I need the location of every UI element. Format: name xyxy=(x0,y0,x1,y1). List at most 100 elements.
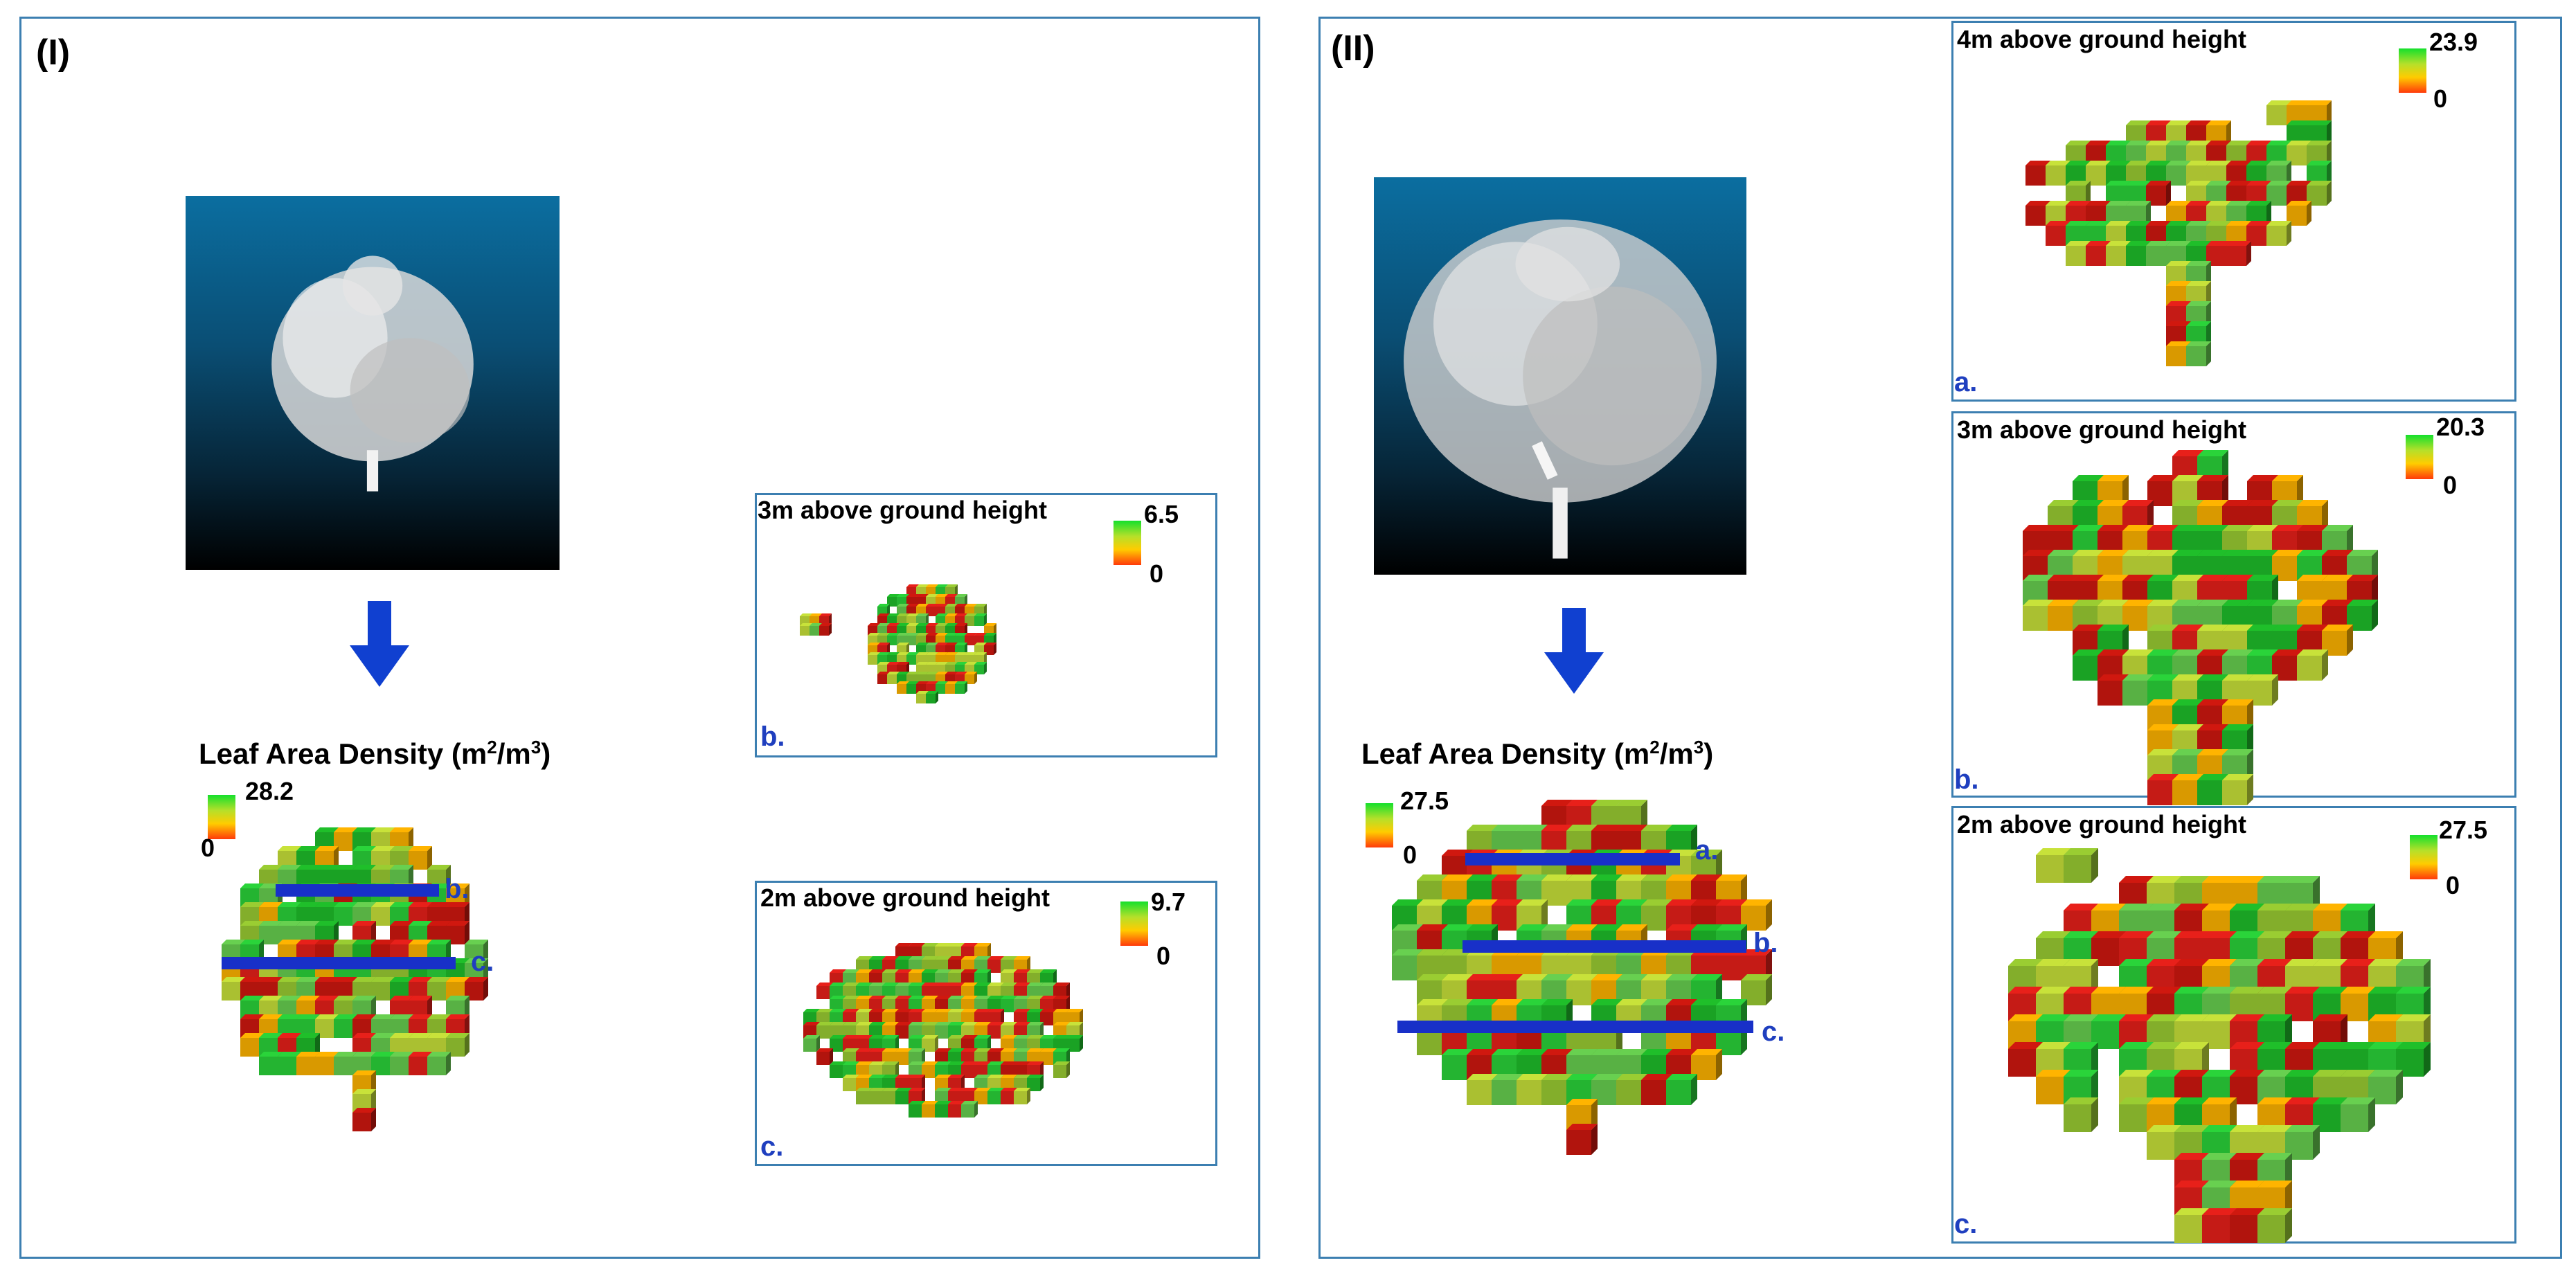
voxel-side xyxy=(2424,1014,2431,1049)
voxel xyxy=(2266,105,2287,125)
voxel-top xyxy=(974,983,991,986)
voxel-top xyxy=(2172,450,2203,456)
voxel-top xyxy=(961,983,978,986)
voxel-top xyxy=(830,1009,846,1012)
voxel-top xyxy=(800,623,812,626)
voxel-top xyxy=(856,1022,873,1025)
voxel xyxy=(2266,226,2287,246)
voxel-side xyxy=(2247,749,2253,780)
voxel-side xyxy=(906,662,909,674)
voxel-top xyxy=(296,977,320,982)
voxel-top xyxy=(830,1022,846,1025)
voxel-top xyxy=(895,996,912,999)
voxel-side xyxy=(1080,1009,1083,1025)
voxel-top xyxy=(1517,924,1548,931)
voxel-top xyxy=(222,940,245,944)
voxel-top xyxy=(278,902,301,907)
voxel-side xyxy=(1716,974,1722,1005)
voxel-top xyxy=(2287,120,2311,125)
voxel-side xyxy=(1741,874,1747,906)
voxel-side xyxy=(2091,848,2098,883)
voxel xyxy=(2036,855,2064,883)
voxel-side xyxy=(2285,1181,2292,1215)
voxel-top xyxy=(935,1088,951,1091)
voxel-top xyxy=(2202,1014,2237,1021)
voxel-top xyxy=(926,681,938,684)
voxel xyxy=(2285,994,2313,1021)
voxel-top xyxy=(2166,201,2191,206)
voxel-top xyxy=(897,681,909,684)
voxel-side xyxy=(984,604,987,616)
voxel-top xyxy=(974,604,987,607)
voxel-top xyxy=(2166,261,2191,266)
voxel-top xyxy=(2307,141,2332,145)
voxel-top xyxy=(922,969,938,973)
voxel-side xyxy=(2246,241,2251,266)
voxel-side xyxy=(2086,181,2091,206)
voxel-top xyxy=(987,1022,1004,1025)
voxel-top xyxy=(1541,800,1573,806)
voxel-top xyxy=(2008,1042,2043,1049)
voxel-top xyxy=(909,1101,925,1104)
voxel-top xyxy=(1566,874,1598,881)
voxel-top xyxy=(945,594,958,597)
voxel-top xyxy=(1053,983,1070,986)
voxel xyxy=(1014,1091,1027,1104)
voxel-top xyxy=(1001,956,1017,960)
voxel-top xyxy=(974,1075,991,1078)
voxel-top xyxy=(869,1088,886,1091)
voxel-top xyxy=(974,1009,991,1012)
voxel-top xyxy=(2197,625,2228,631)
voxel-top xyxy=(2313,1070,2347,1077)
voxel-top xyxy=(1691,1049,1722,1055)
voxel-top xyxy=(2285,959,2320,966)
voxel-top xyxy=(1591,899,1622,906)
voxel-top xyxy=(2313,1014,2347,1021)
voxel-top xyxy=(2172,625,2203,631)
voxel-top xyxy=(2098,625,2129,631)
voxel-top xyxy=(240,921,264,926)
voxel-top xyxy=(965,633,977,636)
voxel-top xyxy=(2036,1042,2070,1049)
voxel-top xyxy=(843,1022,859,1025)
voxel-top xyxy=(882,956,899,960)
voxel-top xyxy=(2119,1042,2154,1049)
voxel-top xyxy=(909,1061,925,1065)
voxel-top xyxy=(955,613,967,616)
voxel-top xyxy=(926,652,938,655)
voxel-top xyxy=(1001,1048,1017,1052)
voxel-top xyxy=(948,1061,965,1065)
panel-2-colorbar-max: 27.5 xyxy=(1400,787,1449,815)
voxel-side xyxy=(1027,1088,1030,1104)
voxel-top xyxy=(965,652,977,655)
voxel-top xyxy=(843,996,859,999)
voxel-top xyxy=(948,996,965,999)
voxel-top xyxy=(1027,1009,1044,1012)
voxel-top xyxy=(869,1075,886,1078)
voxel-top xyxy=(830,969,846,973)
voxel-top xyxy=(987,1061,1004,1065)
voxel-top xyxy=(895,1048,912,1052)
voxel-top xyxy=(906,623,919,626)
voxel-top xyxy=(974,996,991,999)
voxel-top xyxy=(935,969,951,973)
voxel-top xyxy=(278,865,301,870)
voxel-side xyxy=(2091,959,2098,994)
voxel-top xyxy=(2066,201,2091,206)
voxel-side xyxy=(1766,899,1772,931)
voxel-top xyxy=(882,1022,899,1025)
voxel-top xyxy=(877,643,890,645)
voxel xyxy=(877,674,887,684)
voxel-top xyxy=(390,846,413,851)
voxel-side xyxy=(446,1052,451,1075)
voxel-side xyxy=(935,1035,938,1052)
voxel-top xyxy=(1591,825,1622,831)
voxel-top xyxy=(2147,876,2181,883)
voxel-top xyxy=(2086,161,2111,165)
voxel-top xyxy=(895,1009,912,1012)
voxel xyxy=(1467,1080,1492,1105)
voxel-top xyxy=(2174,876,2209,883)
voxel-top xyxy=(955,652,967,655)
voxel xyxy=(974,616,984,626)
voxel-top xyxy=(2122,649,2154,656)
